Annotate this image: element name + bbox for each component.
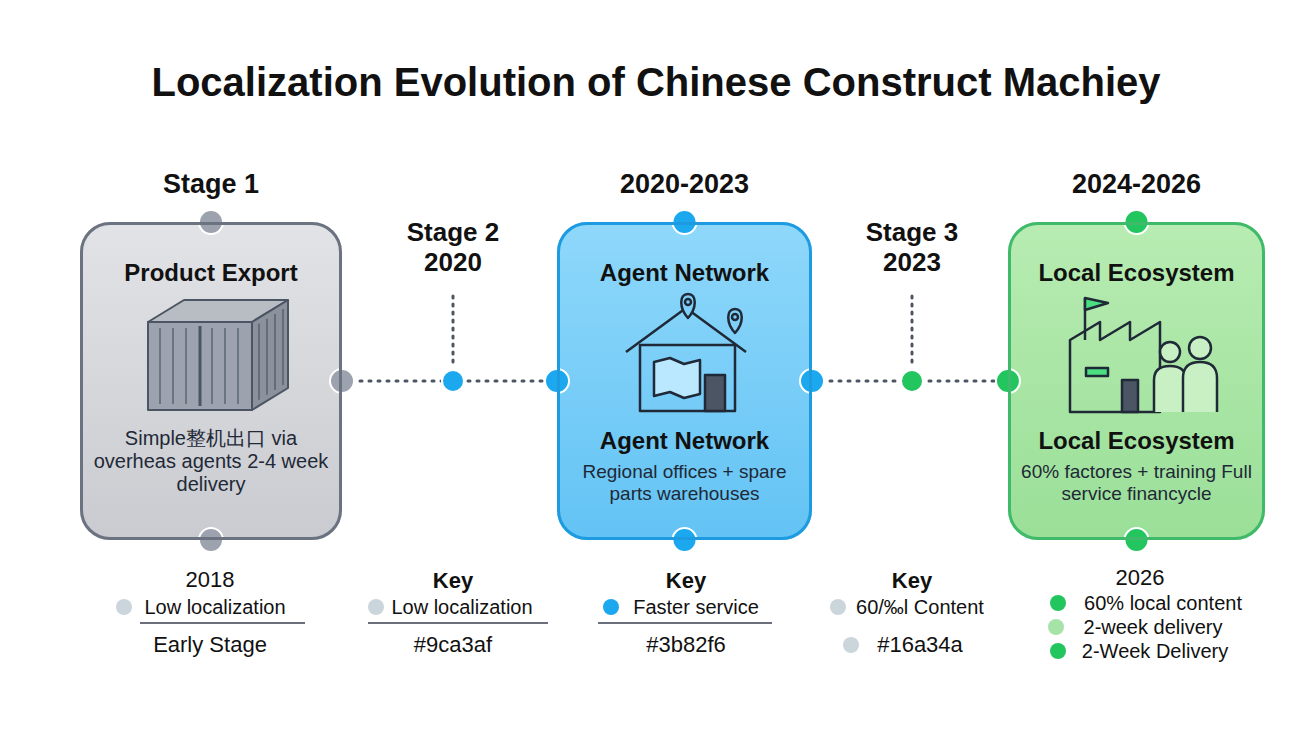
- container-rib: [172, 328, 173, 404]
- container-front: [148, 322, 252, 410]
- stage-box: Stage 1Product ExportSimple整机出口 via over…: [80, 222, 342, 540]
- key-text: Faster service: [633, 596, 759, 619]
- stage-note: Early Stage: [153, 632, 267, 657]
- underline: [140, 622, 305, 624]
- container-side: [252, 300, 288, 410]
- map-pin: [728, 309, 742, 333]
- key-heading: Key: [666, 568, 706, 593]
- color-code: #9ca3af: [414, 632, 492, 657]
- key-heading: Key: [433, 568, 473, 593]
- key-dot: [1050, 595, 1066, 611]
- key-text: 60/‰l Content: [856, 596, 984, 619]
- key-dot: [830, 599, 846, 615]
- key-dot: [116, 599, 132, 615]
- border-dot: [800, 369, 824, 393]
- box-fill: [1008, 222, 1265, 540]
- container-rib: [185, 328, 186, 404]
- key-text: 2-Week Delivery: [1082, 640, 1228, 663]
- box-text: Local Ecosystem: [1021, 427, 1252, 455]
- flag: [1085, 298, 1108, 310]
- stage-heading: Stage 1: [43, 169, 379, 200]
- box-text: Regional offices + spare parts warehouse…: [570, 461, 799, 505]
- underline: [368, 622, 548, 624]
- container-rib: [211, 328, 212, 404]
- box-text: Product Export: [93, 259, 329, 287]
- map-pin-dot: [732, 314, 738, 320]
- color-code: #16a34a: [877, 632, 963, 657]
- stage-box: 2024-2026Local EcosystemLocal Ecosystem6…: [1008, 222, 1265, 540]
- office-icon: [626, 294, 746, 411]
- box-fill: [557, 222, 812, 540]
- box-text: Agent Network: [570, 427, 799, 455]
- stage-heading: 2020-2023: [520, 169, 849, 200]
- map: [654, 358, 700, 398]
- worker-head: [1189, 337, 1211, 359]
- walls: [640, 345, 735, 411]
- key-text: Low localization: [144, 596, 285, 619]
- key-dot: [603, 599, 619, 615]
- box-text: Simple整机出口 via overheas agents 2-4 week …: [93, 427, 329, 496]
- year-label: 2026: [1116, 565, 1165, 590]
- key-text: Low localization: [391, 596, 532, 619]
- factory-building: [1070, 322, 1160, 412]
- underline: [598, 622, 772, 624]
- container-rib: [237, 328, 238, 404]
- milestone-leader: [911, 296, 914, 362]
- door: [705, 375, 725, 411]
- container-rib: [282, 309, 283, 385]
- key-text: 60% local content: [1084, 592, 1242, 615]
- key-underlines: [140, 622, 772, 624]
- milestone-label: Stage 2 2020: [393, 218, 513, 278]
- stage-box: 2020-2023Agent NetworkAgent NetworkRegio…: [557, 222, 812, 540]
- window: [1086, 368, 1108, 376]
- key-dots: [116, 595, 1066, 659]
- box-fill: [80, 222, 342, 540]
- worker-head: [1160, 342, 1180, 362]
- key-dot: [1048, 619, 1064, 635]
- color-code: #3b82f6: [646, 632, 726, 657]
- container-rib: [159, 328, 160, 404]
- factory-icon: [1070, 298, 1217, 412]
- milestone-label: Stage 3 2023: [852, 218, 972, 278]
- diagram-title: Localization Evolution of Chinese Constr…: [0, 60, 1312, 105]
- year-label: 2018: [186, 567, 235, 592]
- milestone-dot: [442, 370, 464, 392]
- worker-body: [1183, 362, 1217, 412]
- milestone-dot: [901, 370, 923, 392]
- key-heading: Key: [892, 568, 932, 593]
- key-dot: [368, 599, 384, 615]
- key-text: 2-week delivery: [1084, 616, 1223, 639]
- milestone-leader: [452, 296, 455, 362]
- border-dot: [199, 528, 223, 552]
- container-ribs: [160, 309, 283, 404]
- border-dot: [673, 528, 697, 552]
- map-pin-dot: [685, 299, 691, 305]
- door: [1122, 380, 1138, 412]
- container-door: [199, 326, 202, 406]
- box-text: Agent Network: [570, 259, 799, 287]
- container-rib: [274, 314, 275, 390]
- worker-body: [1154, 366, 1186, 412]
- container-rib: [266, 319, 267, 395]
- key-dot: [1050, 643, 1066, 659]
- map-pin: [681, 294, 695, 318]
- stage-heading: 2024-2026: [971, 169, 1302, 200]
- container-icon: [148, 300, 288, 410]
- border-dot: [1125, 528, 1149, 552]
- border-dot: [330, 369, 354, 393]
- container-rib: [224, 328, 225, 404]
- key-dot: [843, 637, 859, 653]
- box-text: Local Ecosystem: [1021, 259, 1252, 287]
- container-rib: [258, 324, 259, 400]
- box-text: 60% factores + training Full service fin…: [1021, 461, 1252, 505]
